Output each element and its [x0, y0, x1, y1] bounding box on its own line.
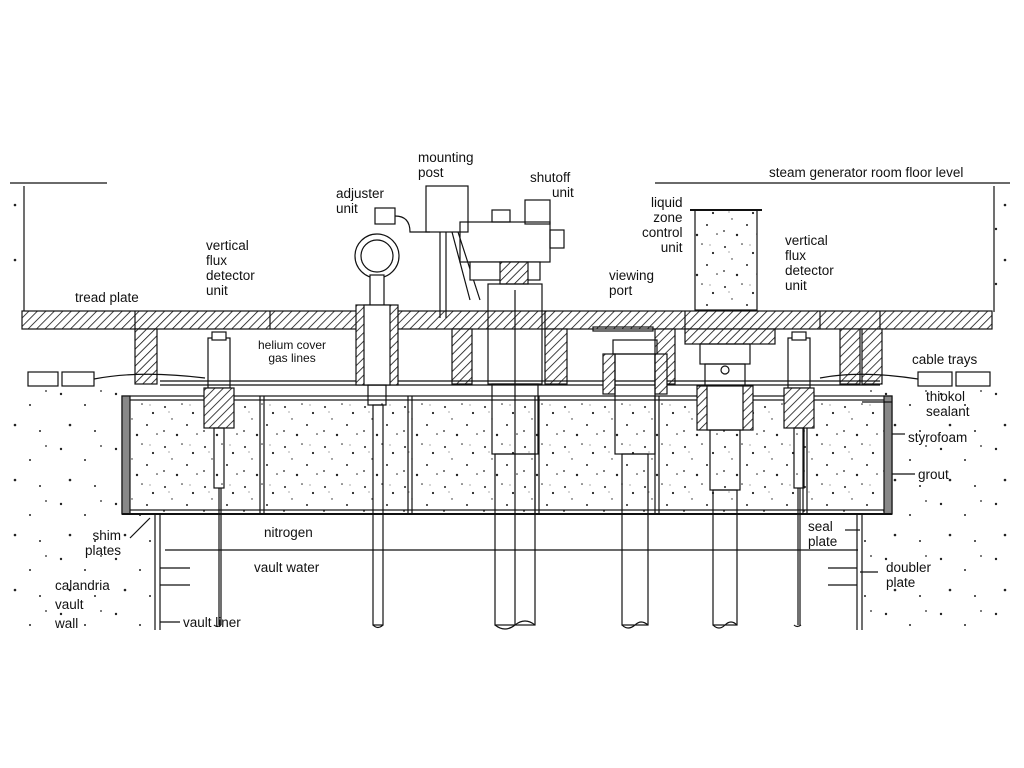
- right-vault-wall: [994, 186, 1008, 312]
- label-tread-plate: tread plate: [75, 290, 139, 305]
- label-thiokol-sealant: thiokol sealant: [926, 389, 970, 419]
- label-steam-floor: steam generator room floor level: [769, 165, 964, 180]
- label-adjuster-unit: adjuster unit: [336, 186, 385, 216]
- label-grout: grout: [918, 467, 949, 482]
- shutoff-unit: [459, 199, 565, 626]
- adjuster-unit: [354, 207, 430, 626]
- label-cable-trays: cable trays: [912, 352, 978, 367]
- label-vertical-flux-detector-left: vertical flux detector unit: [206, 238, 255, 298]
- cable-tray-left-2: [61, 371, 95, 387]
- label-shim-plates: shim plates: [85, 528, 122, 558]
- label-doubler-plate: doubler plate: [886, 560, 932, 590]
- cable-tray-right-2: [955, 371, 991, 387]
- label-styrofoam: styrofoam: [908, 430, 968, 445]
- tread-plate: [21, 310, 993, 330]
- label-liquid-zone-control-unit: liquid zone control unit: [642, 195, 683, 255]
- label-nitrogen: nitrogen: [264, 525, 313, 540]
- cable-tray-left-1: [27, 371, 59, 387]
- shielding-tank: [121, 395, 893, 515]
- mounting-post: [425, 185, 481, 318]
- label-vault-water: vault water: [254, 560, 320, 575]
- liquid-zone-control-unit: [690, 209, 762, 626]
- label-calandria-vault-wall: calandria vault wall: [55, 578, 110, 631]
- vertical-flux-detector-left: [203, 331, 235, 625]
- label-shutoff-unit: shutoff unit: [530, 170, 574, 200]
- label-vault-liner: vault liner: [183, 615, 241, 630]
- cable-tray-right-1: [917, 371, 953, 387]
- label-helium-cover-gas-lines: helium cover gas lines: [258, 338, 327, 365]
- label-seal-plate: seal plate: [808, 519, 838, 549]
- label-vertical-flux-detector-right: vertical flux detector unit: [785, 233, 834, 293]
- label-viewing-port: viewing port: [609, 268, 655, 298]
- left-vault-wall: [10, 186, 24, 312]
- vertical-flux-detector-right: [783, 331, 815, 625]
- label-mounting-post: mounting post: [418, 150, 474, 180]
